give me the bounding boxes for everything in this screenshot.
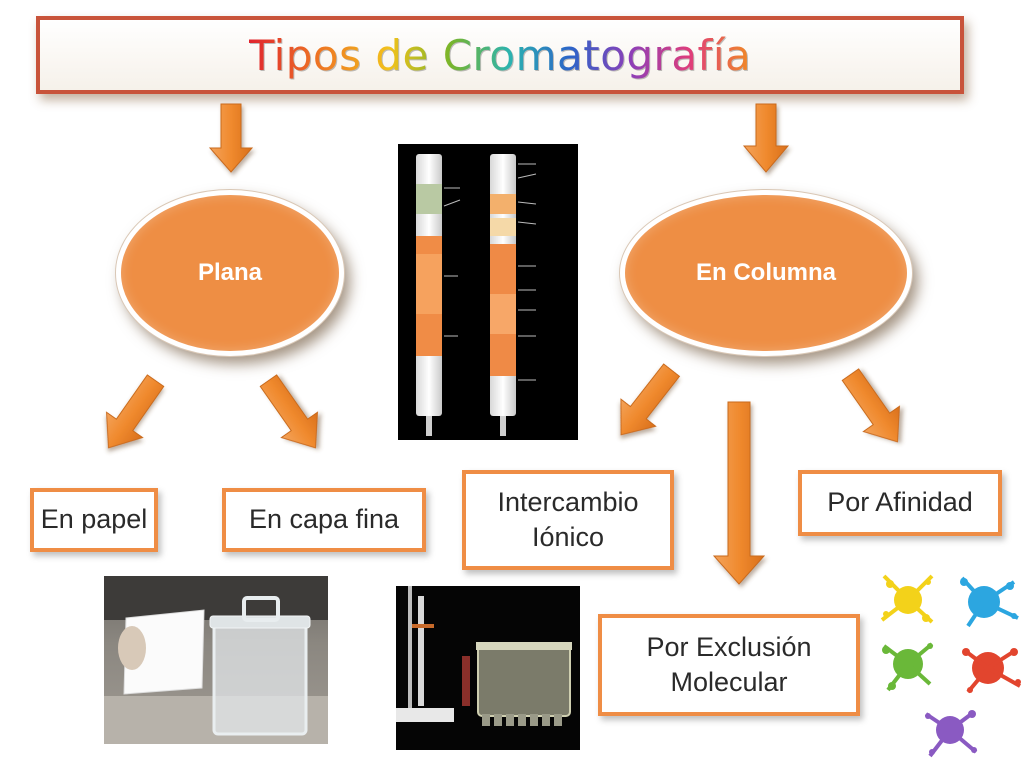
- box-exclusion-label-1: Por Exclusión: [646, 631, 812, 662]
- paint-splashes-decoration: [880, 574, 1021, 758]
- box-en-papel-label: En papel: [40, 504, 148, 535]
- node-plana: Plana: [116, 190, 344, 356]
- arrow-down-icon: [742, 103, 790, 173]
- box-por-afinidad: Por Afinidad: [798, 470, 1002, 536]
- page-title: Tipos de Cromatografía: [248, 30, 752, 80]
- arrow-down-left-icon: [105, 374, 165, 449]
- tlc-chamber-photo: [104, 576, 328, 744]
- green-splash-icon: [882, 642, 934, 692]
- box-intercambio-label-1: Intercambio: [497, 486, 639, 517]
- arrow-down-left-icon: [620, 363, 681, 436]
- column-setup-photo: [396, 586, 580, 750]
- box-intercambio-label-2: Iónico: [531, 522, 605, 552]
- node-en-columna: En Columna: [620, 190, 912, 356]
- column-chromatography-image: [398, 144, 578, 440]
- box-afinidad-label: Por Afinidad: [827, 487, 973, 518]
- box-en-papel: En papel: [30, 488, 158, 552]
- node-columna-label: En Columna: [695, 259, 836, 286]
- box-por-exclusion-molecular: Por Exclusión Molecular: [598, 614, 860, 716]
- arrow-down-icon: [208, 103, 254, 173]
- columns-illustration: [416, 154, 537, 436]
- blue-splash-icon: [960, 576, 1019, 628]
- box-capa-fina-label: En capa fina: [248, 504, 400, 535]
- arrow-down-icon: [712, 401, 766, 585]
- box-en-capa-fina: En capa fina: [222, 488, 426, 552]
- title-banner: Tipos de Cromatografía: [36, 16, 964, 94]
- box-exclusion-label-2: Molecular: [670, 667, 788, 697]
- arrow-down-right-icon: [841, 368, 901, 443]
- yellow-splash-icon: [880, 574, 934, 624]
- purple-splash-icon: [924, 710, 978, 758]
- box-intercambio-ionico: Intercambio Iónico: [462, 470, 674, 570]
- red-splash-icon: [962, 648, 1021, 694]
- node-plana-label: Plana: [197, 259, 263, 286]
- arrow-down-right-icon: [259, 374, 319, 449]
